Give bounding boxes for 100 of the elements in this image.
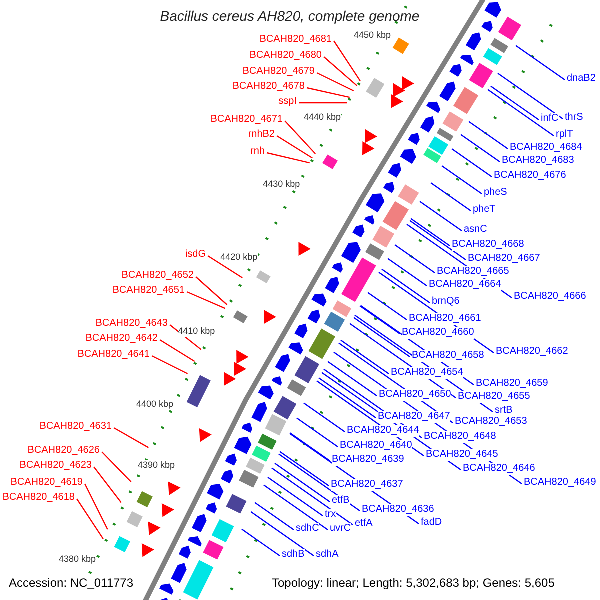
gene-label: BCAH820_4653 — [455, 416, 528, 428]
gene-label: BCAH820_4619 — [10, 477, 83, 489]
leader-line — [410, 218, 450, 246]
gene-label: BCAH820_4651 — [112, 285, 185, 297]
leader-line — [410, 220, 466, 260]
leader-line — [250, 511, 314, 556]
gene-label: BCAH820_4652 — [122, 270, 194, 282]
scale-label: 4420 kbp — [220, 252, 258, 263]
gene-label: BCAH820_4649 — [524, 477, 596, 489]
scale-label: 4450 kbp — [354, 30, 391, 41]
leader-line — [284, 120, 316, 154]
gene-label: pheT — [473, 204, 496, 216]
gene-label: BCAH820_4660 — [402, 327, 474, 339]
leader-line — [360, 306, 400, 334]
leader-line — [452, 148, 492, 178]
leader-line — [498, 73, 564, 120]
leader-line — [102, 452, 132, 483]
gene-label: etfB — [332, 495, 350, 507]
leader-line — [290, 432, 330, 462]
gene-label: BCAH820_4618 — [2, 492, 75, 504]
scale-label: 4440 kbp — [304, 112, 341, 123]
leader-line — [354, 317, 410, 358]
gene-label: BCAH820_4683 — [502, 155, 574, 167]
accession-text: Accession: NC_011773 — [9, 576, 134, 590]
leader-line — [468, 121, 508, 150]
gene-label: BCAH820_4681 — [260, 34, 332, 46]
gene-label: BCAH820_4642 — [86, 333, 158, 345]
gene-label: BCAH820_4646 — [463, 463, 536, 475]
gene-label: BCAH820_4678 — [232, 81, 305, 93]
leader-line — [272, 468, 354, 526]
leader-line — [160, 339, 196, 362]
gene-label: BCAH820_4666 — [514, 291, 586, 303]
gene-label: BCAH820_4654 — [391, 367, 464, 379]
gene-label: BCAH820_4667 — [468, 253, 540, 265]
leader-line — [280, 451, 330, 486]
leader-line — [94, 466, 122, 504]
leader-line — [490, 86, 540, 120]
leader-line — [84, 484, 108, 530]
leader-line — [266, 152, 310, 164]
gene-label: BCAH820_4645 — [426, 449, 498, 461]
leader-line — [268, 477, 324, 516]
leader-line — [334, 40, 361, 82]
gene-label: BCAH820_4647 — [378, 411, 450, 423]
leader-line — [328, 361, 378, 396]
leader-line — [299, 102, 347, 104]
leader-line — [394, 244, 436, 274]
leader-line — [488, 89, 554, 136]
leader-line — [208, 256, 243, 278]
leader-line — [382, 268, 430, 304]
gene-label: pheS — [484, 187, 508, 199]
gene-label: BCAH820_4655 — [458, 391, 530, 403]
leader-line — [152, 355, 188, 374]
leader-line — [114, 427, 149, 448]
gene-label: BCAH820_4643 — [96, 318, 168, 330]
leader-line — [368, 292, 408, 320]
scale-label: 4410 kbp — [178, 326, 216, 337]
gene-label: BCAH820_4648 — [424, 431, 496, 443]
leader-line — [196, 276, 228, 306]
leader-line — [324, 56, 358, 86]
gene-label: rplT — [556, 129, 574, 141]
leader-line — [306, 87, 350, 98]
leader-line — [316, 72, 354, 92]
gene-label: BCAH820_4664 — [429, 279, 502, 291]
gene-label: BCAH820_4665 — [437, 266, 510, 278]
gene-label: BCAH820_4679 — [242, 66, 315, 78]
leader-line — [274, 463, 330, 502]
gene-label: BCAH820_4631 — [40, 421, 112, 433]
leader-line — [76, 498, 104, 540]
leader-line — [430, 182, 472, 212]
gene-label: BCAH820_4684 — [510, 142, 582, 154]
gene-label: BCAH820_4676 — [494, 170, 566, 182]
gene-label: BCAH820_4650 — [379, 389, 452, 401]
gene-label: BCAH820_4659 — [476, 378, 548, 390]
gene-label: BCAH820_4661 — [409, 313, 482, 325]
gene-label: brnQ6 — [432, 296, 460, 308]
leader-line — [296, 418, 338, 448]
gene-label: BCAH820_4662 — [496, 346, 568, 358]
leader-line — [278, 454, 360, 512]
gene-label: BCAH820_4680 — [250, 50, 322, 62]
gene-label: BCAH820_4623 — [20, 460, 92, 472]
gene-label: BCAH820_4626 — [28, 445, 100, 457]
gene-label: BCAH820_4668 — [452, 239, 524, 251]
leader-line — [340, 340, 390, 374]
gene-label: BCAH820_4637 — [331, 479, 404, 491]
leader-line — [516, 45, 566, 80]
leader-line — [264, 484, 328, 530]
leader-line — [242, 528, 280, 556]
scale-label: 4400 kbp — [136, 399, 174, 410]
leader-line — [254, 502, 294, 530]
gene-label: BCAH820_4640 — [340, 440, 412, 452]
leader-line — [276, 136, 313, 159]
leader-line — [304, 402, 346, 432]
title: Bacillus cereus AH820, complete genome — [159, 8, 421, 24]
leader-line — [388, 258, 428, 286]
gene-label: BCAH820_4641 — [78, 349, 150, 361]
leader-line — [460, 134, 500, 162]
scale-label: 4380 kbp — [58, 554, 96, 565]
leader-line — [420, 201, 462, 232]
gene-label: sspI — [278, 96, 297, 108]
gene-label: BCAH820_4658 — [412, 350, 484, 362]
